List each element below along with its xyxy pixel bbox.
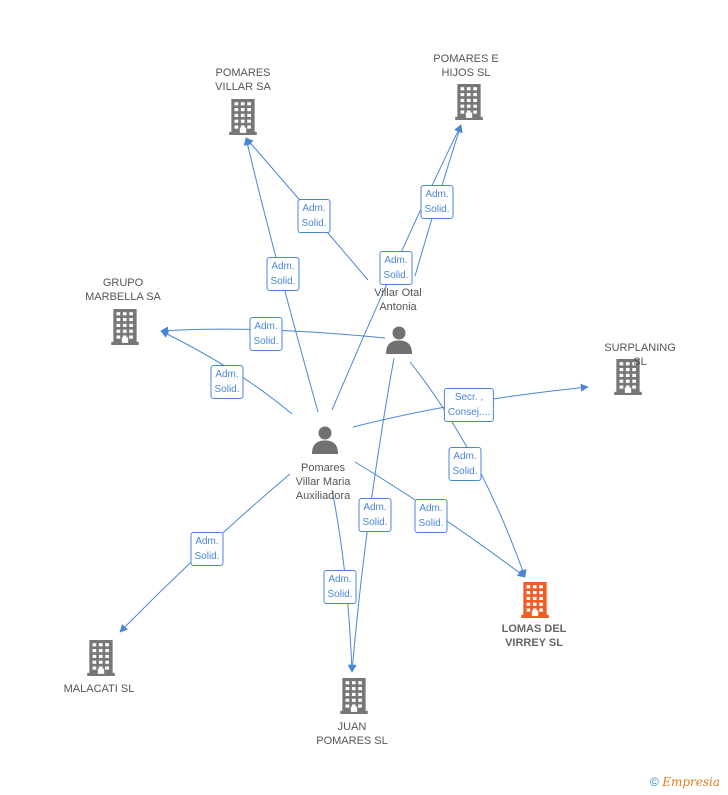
building-icon[interactable] xyxy=(229,99,257,140)
building-icon[interactable] xyxy=(614,359,642,400)
person-icon[interactable] xyxy=(310,425,340,460)
relation-badge[interactable]: Adm. Solid. xyxy=(190,532,224,566)
company-label-pomares-hijos[interactable]: POMARES E HIJOS SL xyxy=(433,53,499,79)
person-icon[interactable] xyxy=(384,325,414,360)
company-label-pomares-villar[interactable]: POMARES VILLAR SA xyxy=(215,67,271,93)
relation-badge[interactable]: Adm. Solid. xyxy=(414,499,448,533)
building-icon[interactable] xyxy=(340,678,368,719)
relation-badge[interactable]: Adm. Solid. xyxy=(266,257,300,291)
building-icon[interactable] xyxy=(521,582,549,623)
building-icon[interactable] xyxy=(455,84,483,125)
person-label-villar-otal[interactable]: Villar Otal Antonia xyxy=(374,287,422,313)
building-icon[interactable] xyxy=(87,640,115,681)
company-label-lomas[interactable]: LOMAS DEL VIRREY SL xyxy=(501,623,567,649)
company-label-surplaning[interactable]: SURPLANING SL xyxy=(604,342,676,368)
person-label-pomares-maria[interactable]: Pomares Villar Maria Auxiliadora xyxy=(295,462,351,502)
relation-badge[interactable]: Adm. Solid. xyxy=(358,498,392,532)
relation-badge[interactable]: Adm. Solid. xyxy=(210,365,244,399)
relation-badge[interactable]: Secr. , Consej.... xyxy=(443,388,495,422)
brand-logo[interactable]: Empresia xyxy=(662,775,720,789)
copyright-symbol: © xyxy=(650,775,659,789)
relation-badge[interactable]: Adm. Solid. xyxy=(379,251,413,285)
relation-badge[interactable]: Adm. Solid. xyxy=(323,570,357,604)
company-label-grupo-marbella[interactable]: GRUPO MARBELLA SA xyxy=(85,277,161,303)
relation-badge[interactable]: Adm. Solid. xyxy=(297,199,331,233)
building-icon[interactable] xyxy=(111,309,139,350)
relation-badge[interactable]: Adm. Solid. xyxy=(420,185,454,219)
relation-badge[interactable]: Adm. Solid. xyxy=(249,317,283,351)
relation-badge[interactable]: Adm. Solid. xyxy=(448,447,482,481)
company-label-juan-pomares[interactable]: JUAN POMARES SL xyxy=(316,721,388,747)
company-label-malacati[interactable]: MALACATI SL xyxy=(63,683,135,695)
footer-credit: © Empresia xyxy=(650,775,720,789)
